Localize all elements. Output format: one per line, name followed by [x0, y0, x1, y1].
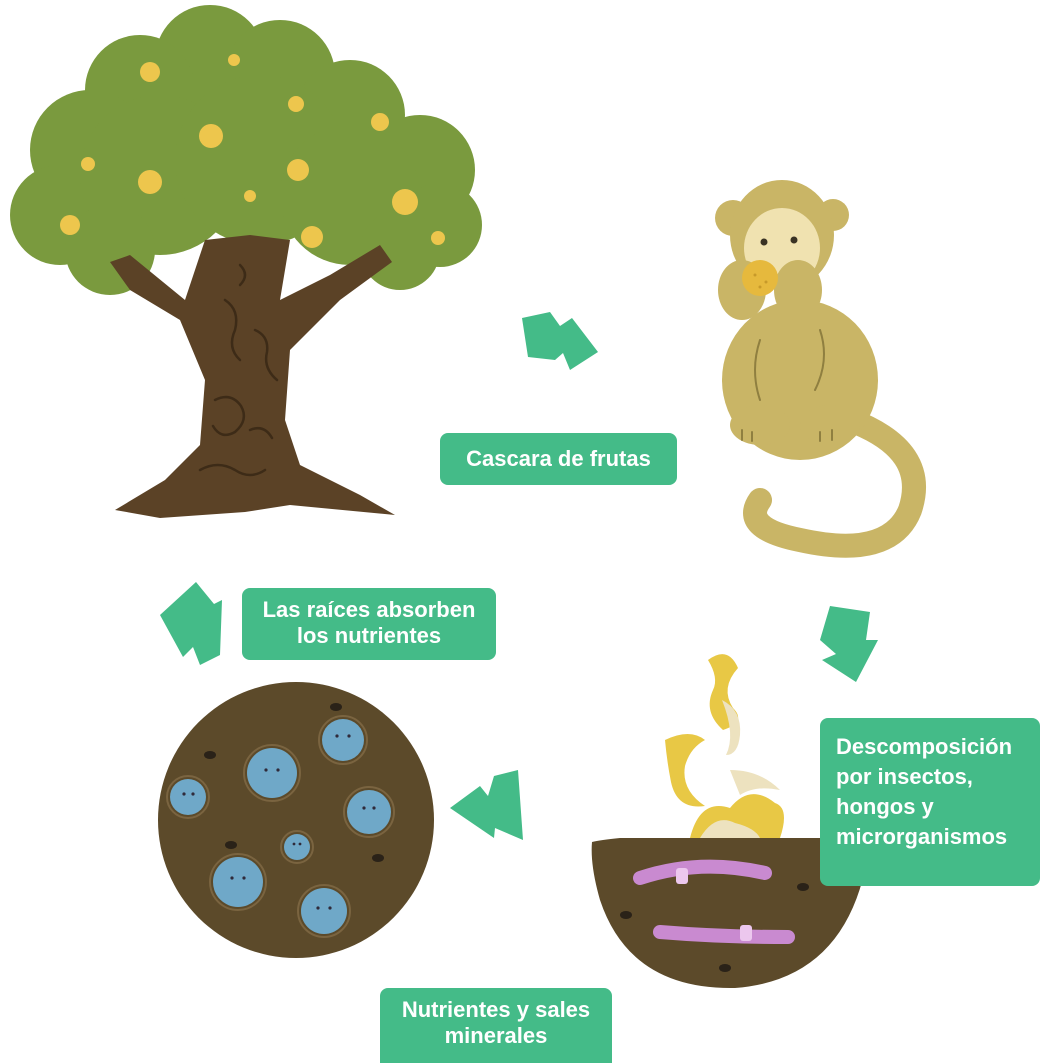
label-line: Las raíces absorben: [252, 597, 486, 623]
label-line: por insectos,: [836, 762, 1030, 792]
label-text: Cascara de frutas: [450, 446, 667, 472]
arrow-soil-to-tree: [160, 582, 222, 665]
label-line: los nutrientes: [252, 623, 486, 649]
monkey-fruit: [742, 260, 778, 296]
worm: [660, 932, 788, 937]
label-cascara-de-frutas: Cascara de frutas: [440, 433, 677, 485]
label-line: Descomposición: [836, 732, 1030, 762]
label-nutrientes-y-sales: Nutrientes y sales minerales: [380, 988, 612, 1063]
label-raices-absorben: Las raíces absorben los nutrientes: [242, 588, 496, 660]
label-descomposicion: Descomposición por insectos, hongos y mi…: [820, 718, 1040, 886]
label-line: microrganismos: [836, 822, 1030, 852]
label-line: Nutrientes y sales: [390, 997, 602, 1023]
arrow-tree-to-monkey: [522, 312, 598, 370]
arrow-decomposition-to-soil: [450, 770, 523, 840]
label-line: minerales: [390, 1023, 602, 1049]
fruit-tree-illustration: [10, 5, 482, 518]
soil-with-nutrient-balls-illustration: [158, 682, 434, 958]
arrow-monkey-to-decomposition: [820, 606, 878, 682]
monkey-eating-fruit-illustration: [715, 180, 914, 546]
label-line: hongos y: [836, 792, 1030, 822]
